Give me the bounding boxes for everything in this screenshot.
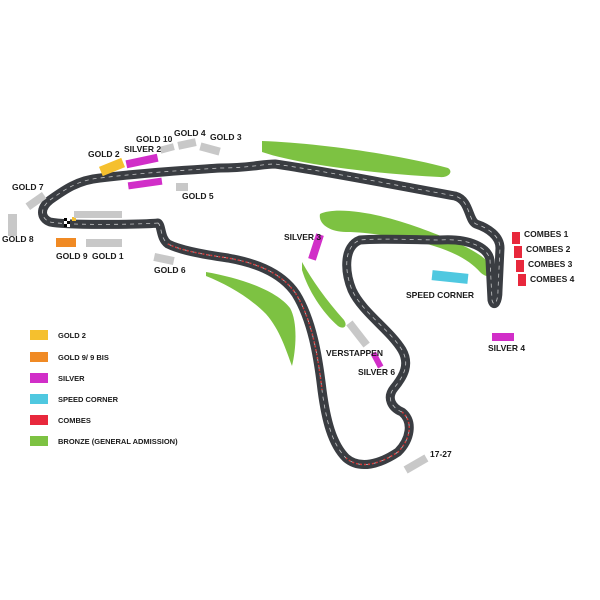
legend-label-speed-corner: SPEED CORNER bbox=[58, 395, 119, 404]
stand-gold-5[interactable] bbox=[176, 183, 188, 191]
stand-labels: GOLD 10 GOLD 4 GOLD 3 SILVER 2 GOLD 2 GO… bbox=[2, 128, 575, 459]
stand-silver-4[interactable] bbox=[492, 333, 514, 341]
label-gold-10: GOLD 10 bbox=[136, 134, 173, 144]
stand-gold-1[interactable] bbox=[86, 239, 122, 247]
label-combes-3: COMBES 3 bbox=[528, 259, 573, 269]
legend-swatch-speed-corner bbox=[30, 394, 48, 404]
bronze-area-inner[interactable] bbox=[302, 262, 346, 328]
legend-label-silver: SILVER bbox=[58, 374, 85, 383]
bronze-area-middle[interactable] bbox=[319, 210, 493, 277]
start-finish-check bbox=[64, 218, 67, 221]
legend-swatch-gold-2 bbox=[30, 330, 48, 340]
kerb-eau-rouge bbox=[167, 243, 323, 391]
label-gold-7: GOLD 7 bbox=[12, 182, 44, 192]
label-combes-4: COMBES 4 bbox=[530, 274, 575, 284]
legend-label-gold-2: GOLD 2 bbox=[58, 331, 86, 340]
label-gold-2: GOLD 2 bbox=[88, 149, 120, 159]
grey-stands bbox=[8, 138, 429, 474]
legend-label-gold-9: GOLD 9/ 9 BIS bbox=[58, 353, 109, 362]
legend-swatch-bronze bbox=[30, 436, 48, 446]
stand-gold-8[interactable] bbox=[8, 214, 17, 236]
label-gold-1: GOLD 1 bbox=[92, 251, 124, 261]
stand-silver-1[interactable] bbox=[127, 177, 163, 190]
stand-gold-10[interactable] bbox=[159, 143, 175, 154]
label-combes-2: COMBES 2 bbox=[526, 244, 571, 254]
label-17-27: 17-27 bbox=[430, 449, 452, 459]
start-finish-check bbox=[67, 221, 70, 224]
legend-swatch-combes bbox=[30, 415, 48, 425]
stand-gold-3[interactable] bbox=[199, 142, 221, 156]
legend-label-bronze: BRONZE (GENERAL ADMISSION) bbox=[58, 437, 178, 446]
stand-combes-4[interactable] bbox=[518, 274, 526, 286]
stand-gold-7[interactable] bbox=[25, 191, 47, 211]
legend-swatch-silver bbox=[30, 373, 48, 383]
label-speed-corner: SPEED CORNER bbox=[406, 290, 474, 300]
label-silver-3: SILVER 3 bbox=[284, 232, 321, 242]
label-silver-6: SILVER 6 bbox=[358, 367, 395, 377]
stand-combes-2[interactable] bbox=[514, 246, 522, 258]
track-centerline bbox=[42, 163, 501, 465]
stand-17-27[interactable] bbox=[403, 454, 429, 474]
bronze-area-top[interactable] bbox=[262, 141, 451, 178]
bronze-areas bbox=[206, 141, 493, 366]
label-silver-2: SILVER 2 bbox=[124, 144, 161, 154]
stand-gold-6[interactable] bbox=[153, 253, 175, 265]
kerb-bus-stop bbox=[345, 411, 410, 466]
colored-stands bbox=[56, 153, 526, 369]
label-gold-5: GOLD 5 bbox=[182, 191, 214, 201]
label-gold-4: GOLD 4 bbox=[174, 128, 206, 138]
stand-verstappen[interactable] bbox=[346, 320, 370, 348]
stand-speed-corner[interactable] bbox=[431, 270, 469, 284]
label-gold-3: GOLD 3 bbox=[210, 132, 242, 142]
label-verstappen: VERSTAPPEN bbox=[326, 348, 383, 358]
stand-gold-4[interactable] bbox=[177, 138, 197, 150]
stand-gold-9[interactable] bbox=[56, 238, 76, 247]
bronze-area-left[interactable] bbox=[206, 272, 296, 366]
label-silver-4: SILVER 4 bbox=[488, 343, 525, 353]
start-finish-check bbox=[64, 224, 67, 227]
stand-silver-3[interactable] bbox=[308, 233, 324, 261]
legend: GOLD 2 GOLD 9/ 9 BIS SILVER SPEED CORNER… bbox=[30, 330, 178, 446]
label-gold-6: GOLD 6 bbox=[154, 265, 186, 275]
start-finish-flag bbox=[72, 217, 76, 221]
label-gold-8: GOLD 8 bbox=[2, 234, 34, 244]
stand-gold-2[interactable] bbox=[99, 157, 125, 177]
stand-combes-1[interactable] bbox=[512, 232, 520, 244]
legend-swatch-gold-9 bbox=[30, 352, 48, 362]
stand-combes-3[interactable] bbox=[516, 260, 524, 272]
stand-silver-2[interactable] bbox=[125, 153, 159, 169]
stand-silver-6[interactable] bbox=[370, 351, 384, 369]
legend-label-combes: COMBES bbox=[58, 416, 91, 425]
label-gold-9: GOLD 9 bbox=[56, 251, 88, 261]
race-track bbox=[38, 159, 505, 470]
stand-main-grandstand[interactable] bbox=[74, 211, 122, 218]
label-combes-1: COMBES 1 bbox=[524, 229, 569, 239]
